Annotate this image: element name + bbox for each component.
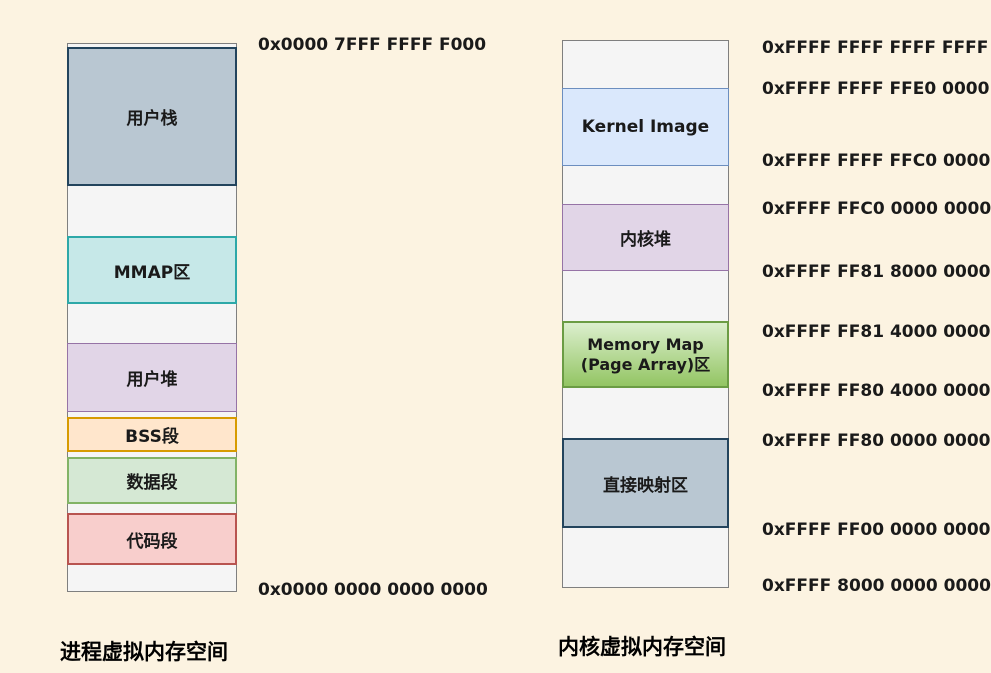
segment-memory-map: Memory Map (Page Array)区: [562, 321, 729, 388]
segment-memory-map-label-line2: (Page Array)区: [580, 354, 711, 374]
kernel-address-9: 0xFFFF 8000 0000 0000: [762, 576, 991, 596]
segment-direct-mapping: 直接映射区: [562, 438, 729, 528]
segment-bss-label: BSS段: [125, 427, 179, 447]
segment-mmap-label: MMAP区: [113, 262, 191, 283]
process-space-title: 进程虚拟内存空间: [60, 640, 228, 664]
segment-user-heap-label: 用户堆: [126, 370, 178, 390]
segment-user-stack: 用户栈: [67, 47, 237, 186]
segment-data: 数据段: [67, 457, 237, 504]
segment-data-label: 数据段: [126, 473, 178, 493]
process-top-address: 0x0000 7FFF FFFF F000: [258, 35, 487, 55]
segment-kernel-image: Kernel Image: [562, 88, 729, 166]
kernel-address-6: 0xFFFF FF80 4000 0000: [762, 381, 991, 401]
segment-kernel-image-label: Kernel Image: [581, 117, 710, 137]
kernel-address-3: 0xFFFF FFC0 0000 0000: [762, 199, 991, 219]
segment-code: 代码段: [67, 513, 237, 565]
kernel-space-title: 内核虚拟内存空间: [558, 635, 726, 659]
kernel-address-0: 0xFFFF FFFF FFFF FFFF: [762, 38, 989, 58]
segment-kernel-heap: 内核堆: [562, 204, 729, 271]
kernel-address-8: 0xFFFF FF00 0000 0000: [762, 520, 991, 540]
kernel-address-7: 0xFFFF FF80 0000 0000: [762, 431, 991, 451]
segment-memory-map-label-line1: Memory Map: [587, 334, 704, 354]
kernel-address-2: 0xFFFF FFFF FFC0 0000: [762, 151, 991, 171]
segment-code-label: 代码段: [126, 531, 178, 552]
segment-direct-mapping-label: 直接映射区: [603, 475, 688, 496]
process-bottom-address: 0x0000 0000 0000 0000: [258, 580, 488, 600]
kernel-address-4: 0xFFFF FF81 8000 0000: [762, 262, 991, 282]
kernel-address-1: 0xFFFF FFFF FFE0 0000: [762, 79, 990, 99]
segment-user-stack-label: 用户栈: [126, 109, 178, 129]
segment-mmap: MMAP区: [67, 236, 237, 304]
kernel-address-5: 0xFFFF FF81 4000 0000: [762, 322, 991, 342]
segment-bss: BSS段: [67, 417, 237, 452]
segment-kernel-heap-label: 内核堆: [620, 230, 671, 250]
segment-user-heap: 用户堆: [67, 343, 237, 412]
